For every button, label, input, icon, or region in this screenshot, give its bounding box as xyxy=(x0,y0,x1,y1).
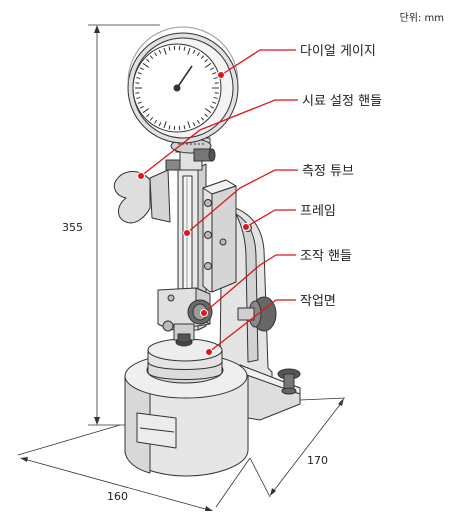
dial-tick xyxy=(135,82,140,84)
dial-tick xyxy=(192,49,196,54)
dial-tick xyxy=(192,122,196,127)
dial-tick xyxy=(187,121,191,129)
dial-tick xyxy=(213,77,218,80)
dial-tick xyxy=(183,46,186,51)
dial-ticks xyxy=(135,46,219,130)
dial-tick xyxy=(204,113,208,118)
dial-tick xyxy=(137,101,142,104)
dial-tick xyxy=(149,55,154,60)
dial-tick xyxy=(204,58,208,63)
dial-tick xyxy=(154,119,158,124)
label-operating-handle: 조작 핸들 xyxy=(300,248,352,264)
dial-tick xyxy=(168,125,171,130)
dial-tick xyxy=(146,58,150,63)
dial-tick xyxy=(210,105,215,109)
dial-tick xyxy=(213,96,218,99)
dial-tick xyxy=(149,116,154,121)
dial-tick xyxy=(196,119,200,124)
dial-tick xyxy=(200,55,205,60)
dial-tick xyxy=(168,46,171,51)
dial-tick xyxy=(142,108,149,114)
dial-tick xyxy=(163,121,167,129)
dial-tick xyxy=(214,82,219,84)
dial-tick xyxy=(139,67,144,71)
dial-tick xyxy=(158,49,162,54)
callouts: 다이얼 게이지 시료 설정 핸들 측정 튜브 프레임 조작 핸들 작업면 xyxy=(137,44,382,356)
label-measuring-tube: 측정 튜브 xyxy=(302,164,354,179)
label-sample-handle: 시료 설정 핸들 xyxy=(302,93,382,109)
label-work-surface: 작업면 xyxy=(300,294,336,309)
dial-tick xyxy=(212,101,217,104)
label-frame: 프레임 xyxy=(300,204,336,219)
dial-tick xyxy=(158,122,162,127)
dimension-lines xyxy=(17,24,346,511)
dial-tick xyxy=(214,92,219,94)
dim-width: 160 xyxy=(107,490,128,503)
dial-tick xyxy=(135,92,140,94)
dim-height: 355 xyxy=(62,221,83,234)
dial-tick xyxy=(136,77,141,80)
dial-tick xyxy=(137,72,142,75)
dial-tick xyxy=(205,62,212,68)
dial-tick xyxy=(205,108,212,114)
hardness-tester xyxy=(113,26,301,477)
dim-depth: 170 xyxy=(307,454,328,467)
dial-tick xyxy=(136,96,141,99)
dial-tick xyxy=(212,72,217,75)
dial-tick xyxy=(154,52,158,57)
dial-tick xyxy=(146,113,150,118)
dial-tick xyxy=(210,67,215,71)
dial-tick xyxy=(183,125,186,130)
dial-tick xyxy=(163,47,167,55)
unit-label: 단위: mm xyxy=(400,11,444,24)
dial-tick xyxy=(139,105,144,109)
dial-tick xyxy=(142,62,149,68)
dial-tick xyxy=(196,52,200,57)
dial-tick xyxy=(187,47,191,55)
label-dial-gauge: 다이얼 게이지 xyxy=(300,44,376,59)
dial-tick xyxy=(200,116,205,121)
